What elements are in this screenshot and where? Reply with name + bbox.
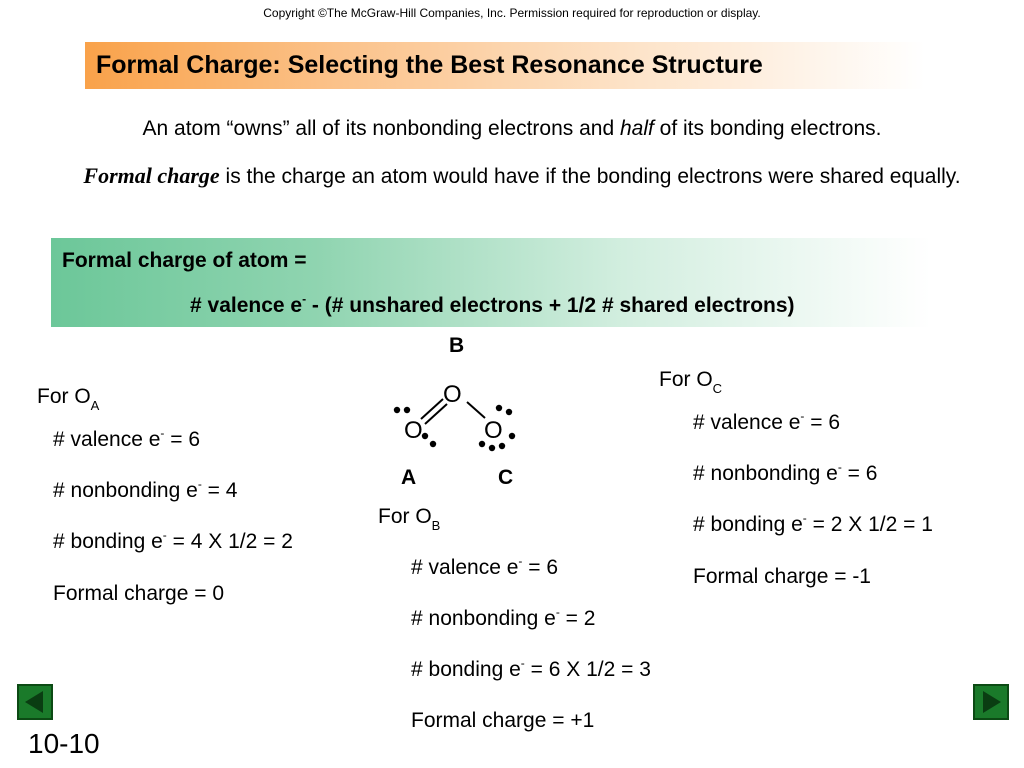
electron-dot [505,408,513,416]
ob-nonbonding: # nonbonding e- = 2 [411,605,596,631]
oa-nonbonding-value: = 4 [201,479,238,502]
oa-bonding-value: = 4 X 1/2 = 2 [166,530,293,553]
oa-heading: For OA [37,385,99,413]
oc-valence-value: = 6 [804,411,841,434]
electron-dot [403,406,411,414]
slide-title: Formal Charge: Selecting the Best Resona… [96,51,763,79]
oc-valence-label: # valence e [693,411,801,434]
oa-nonbonding-label: # nonbonding e [53,479,198,502]
single-bond-line [466,401,486,419]
ob-heading: For OB [378,505,440,533]
formula-expr-start: # valence e [190,294,303,317]
definition-text: is the charge an atom would have if the … [219,165,961,188]
ob-bonding-label: # bonding e [411,658,521,681]
ob-nonbonding-label: # nonbonding e [411,607,556,630]
superscript-minus: - [802,511,807,525]
oc-heading-sub: C [712,381,723,396]
formula-panel [51,238,931,327]
oc-bonding-value: = 2 X 1/2 = 1 [806,513,933,536]
oc-valence: # valence e- = 6 [693,409,841,435]
ob-valence-label: # valence e [411,556,519,579]
oa-bonding: # bonding e- = 4 X 1/2 = 2 [53,528,293,554]
oc-bonding-label: # bonding e [693,513,803,536]
superscript-minus: - [520,656,525,670]
oc-bonding: # bonding e- = 2 X 1/2 = 1 [693,511,933,537]
ob-bonding-value: = 6 X 1/2 = 3 [524,658,651,681]
double-bond-line [420,398,444,420]
superscript-minus: - [555,605,560,619]
ob-heading-text: For O [378,505,432,528]
formula-label: Formal charge of atom = [62,249,307,272]
ob-valence: # valence e- = 6 [411,554,559,580]
electron-dot [429,440,437,448]
intro-text-before: An atom “owns” all of its nonbonding ele… [142,117,620,140]
superscript-minus: - [162,528,167,542]
superscript-minus: - [837,460,842,474]
electron-dot [421,432,429,440]
oa-nonbonding: # nonbonding e- = 4 [53,477,238,503]
intro-emphasis: half [619,117,654,140]
ob-bonding: # bonding e- = 6 X 1/2 = 3 [411,656,651,682]
superscript-minus: - [197,477,202,491]
atom-label-a: A [401,466,417,489]
electron-dot [478,440,486,448]
oa-heading-text: For O [37,385,91,408]
oc-nonbonding: # nonbonding e- = 6 [693,460,878,486]
next-slide-button[interactable] [973,684,1009,720]
formula-expr-rest: - (# unshared electrons + 1/2 # shared e… [306,294,795,317]
page-number: 10-10 [28,728,100,759]
oa-heading-sub: A [90,398,100,413]
oc-heading: For OC [659,368,722,396]
oa-valence: # valence e- = 6 [53,426,201,452]
atom-o-c: O [484,417,503,444]
oa-formal-charge: Formal charge = 0 [53,582,224,605]
ozone-lewis-structure: O O O [393,381,516,452]
oc-heading-text: For O [659,368,713,391]
atom-o-a: O [404,417,423,444]
previous-slide-button[interactable] [17,684,53,720]
triangle-right-icon [983,691,1001,713]
atom-o-b: O [443,381,462,408]
intro-sentence: An atom “owns” all of its nonbonding ele… [0,117,1024,141]
electron-dot [498,442,506,450]
oc-nonbonding-label: # nonbonding e [693,462,838,485]
oa-valence-value: = 6 [164,428,201,451]
title-banner [85,42,925,89]
formula-superscript: - [302,292,307,306]
superscript-minus: - [800,409,805,423]
oc-nonbonding-value: = 6 [841,462,878,485]
ob-valence-value: = 6 [522,556,559,579]
superscript-minus: - [160,426,165,440]
atom-label-c: C [498,466,514,489]
ob-formal-charge: Formal charge = +1 [411,709,595,732]
superscript-minus: - [518,554,523,568]
intro-text-after: of its bonding electrons. [653,117,882,140]
electron-dot [495,404,503,412]
electron-dot [393,406,401,414]
triangle-left-icon [25,691,43,713]
ob-heading-sub: B [431,518,441,533]
electron-dot [488,444,496,452]
formal-charge-definition: Formal charge is the charge an atom woul… [52,160,992,192]
copyright-notice: Copyright ©The McGraw-Hill Companies, In… [263,6,761,20]
oa-bonding-label: # bonding e [53,530,163,553]
ob-nonbonding-value: = 2 [559,607,596,630]
electron-dot [508,432,516,440]
formula-expression: # valence e- - (# unshared electrons + 1… [190,292,795,318]
definition-term: Formal charge [83,163,220,188]
oc-formal-charge: Formal charge = -1 [693,565,871,588]
oa-valence-label: # valence e [53,428,161,451]
atom-label-b: B [449,334,465,357]
double-bond-line [424,403,448,425]
